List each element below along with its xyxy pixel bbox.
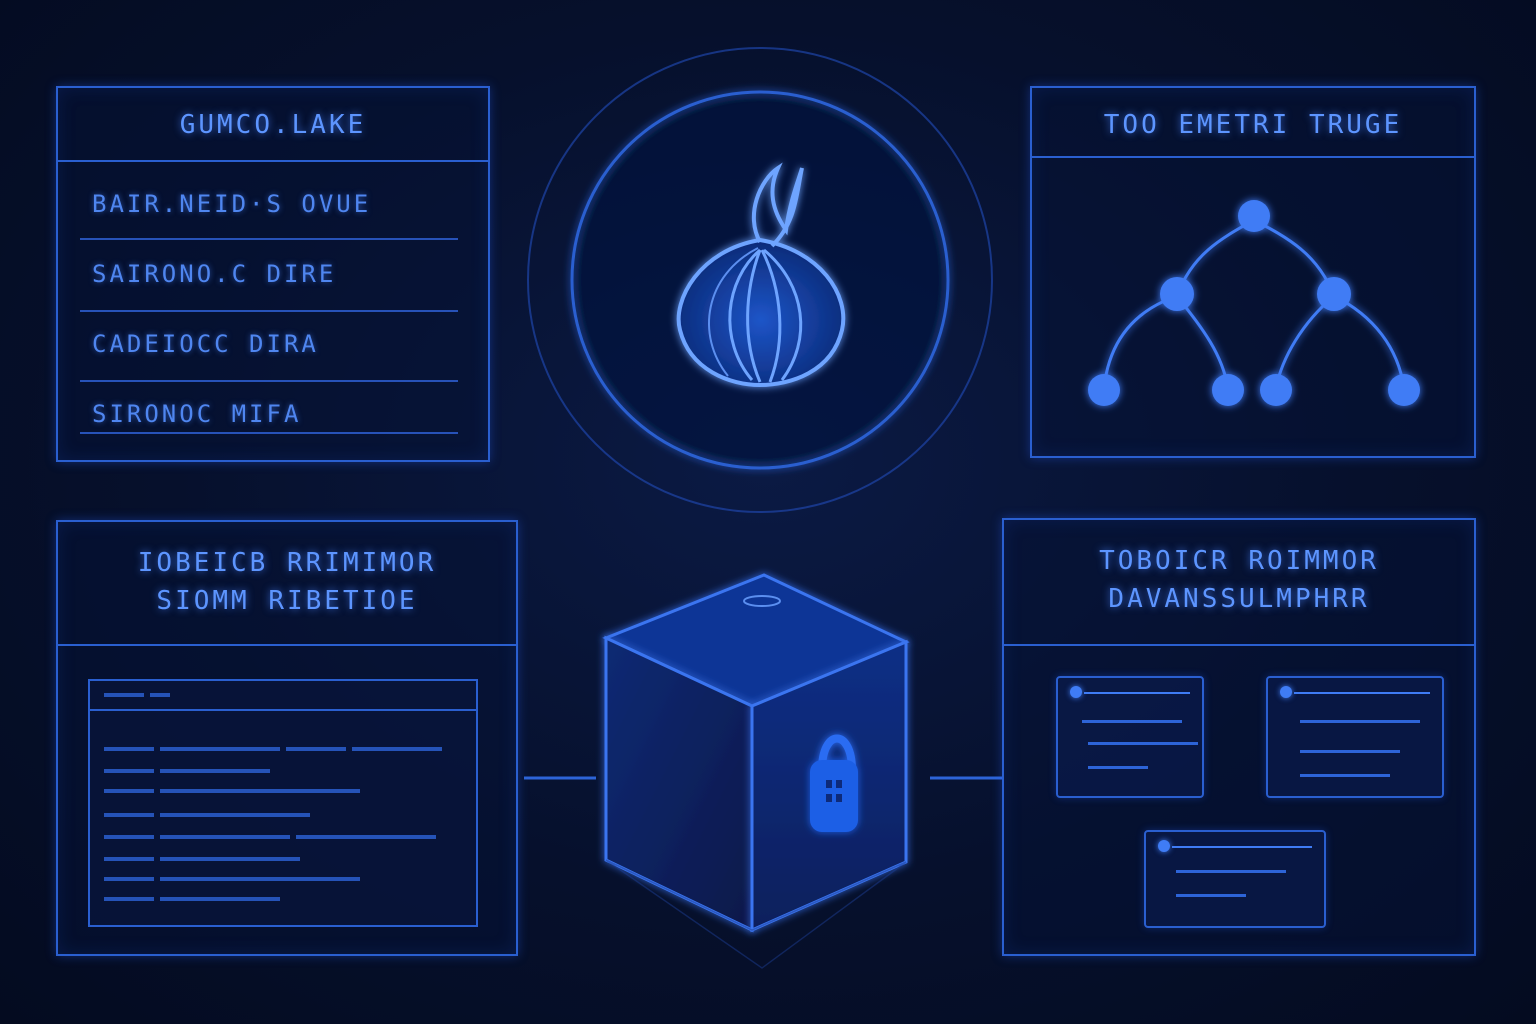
tree-node bbox=[1212, 374, 1244, 406]
tree-node bbox=[1238, 200, 1270, 232]
menu-item-1[interactable]: BAIR.NEID·S OVUE bbox=[92, 190, 372, 218]
tree-node bbox=[1388, 374, 1420, 406]
status-card[interactable] bbox=[1266, 676, 1444, 798]
log-line bbox=[104, 747, 460, 753]
log-viewer[interactable] bbox=[88, 679, 478, 927]
menu-divider bbox=[80, 432, 458, 434]
panel-divider bbox=[58, 160, 488, 162]
top-left-panel: GUMCO.LAKE BAIR.NEID·S OVUE SAIRONO.C DI… bbox=[56, 86, 490, 462]
panel-divider bbox=[1032, 156, 1474, 158]
status-dot-icon bbox=[1158, 840, 1170, 852]
menu-item-4[interactable]: SIRONOC MIFA bbox=[92, 400, 302, 428]
card-text-line bbox=[1176, 870, 1286, 873]
log-line bbox=[104, 897, 460, 903]
cube-icon bbox=[602, 573, 910, 969]
bottom-left-panel: IOBEICB RRIMIMOR SIOMM RIBETIOE bbox=[56, 520, 518, 956]
bottom-right-panel: TOBOICR ROIMMOR DAVANSSULMPHRR bbox=[1002, 518, 1476, 956]
tree-node bbox=[1160, 277, 1194, 311]
tree-node bbox=[1088, 374, 1120, 406]
card-header-line bbox=[1172, 846, 1312, 848]
bottom-left-panel-title-1: IOBEICB RRIMIMOR bbox=[137, 548, 437, 578]
card-text-line bbox=[1176, 894, 1246, 897]
card-text-line bbox=[1300, 774, 1390, 777]
status-dot-icon bbox=[1070, 686, 1082, 698]
log-line bbox=[104, 857, 460, 863]
log-line bbox=[104, 877, 460, 883]
panel-divider bbox=[1004, 644, 1474, 646]
outer-ring bbox=[527, 47, 993, 513]
top-right-panel-title: TOO EMETRI TRUGE bbox=[1103, 110, 1403, 140]
card-text-line bbox=[1300, 750, 1400, 753]
log-line bbox=[104, 789, 460, 795]
log-line bbox=[104, 835, 460, 841]
top-right-panel: TOO EMETRI TRUGE bbox=[1030, 86, 1476, 458]
status-card[interactable] bbox=[1056, 676, 1204, 798]
menu-item-2[interactable]: SAIRONO.C DIRE bbox=[92, 260, 337, 288]
log-divider bbox=[90, 709, 476, 711]
onion-icon bbox=[676, 162, 846, 388]
bottom-right-panel-title-1: TOBOICR ROIMMOR bbox=[1099, 546, 1379, 576]
menu-divider bbox=[80, 380, 458, 382]
card-text-line bbox=[1088, 742, 1198, 745]
padlock-icon bbox=[810, 734, 858, 832]
menu-divider bbox=[80, 310, 458, 312]
menu-divider bbox=[80, 238, 458, 240]
log-line bbox=[104, 813, 460, 819]
log-line bbox=[104, 769, 460, 775]
card-text-line bbox=[1300, 720, 1420, 723]
status-dot-icon bbox=[1280, 686, 1292, 698]
network-tree-icon bbox=[1088, 200, 1420, 406]
card-text-line bbox=[1088, 766, 1148, 769]
bottom-left-panel-title-2: SIOMM RIBETIOE bbox=[156, 586, 418, 616]
menu-item-3[interactable]: CADEIOCC DIRA bbox=[92, 330, 319, 358]
panel-divider bbox=[58, 644, 516, 646]
status-card[interactable] bbox=[1144, 830, 1326, 928]
tree-node bbox=[1260, 374, 1292, 406]
card-header-line bbox=[1084, 692, 1190, 694]
card-header-line bbox=[1294, 692, 1430, 694]
top-left-panel-title: GUMCO.LAKE bbox=[179, 110, 367, 140]
log-header bbox=[104, 693, 460, 699]
tree-node bbox=[1317, 277, 1351, 311]
bottom-right-panel-title-2: DAVANSSULMPHRR bbox=[1108, 584, 1370, 614]
card-text-line bbox=[1082, 720, 1182, 723]
